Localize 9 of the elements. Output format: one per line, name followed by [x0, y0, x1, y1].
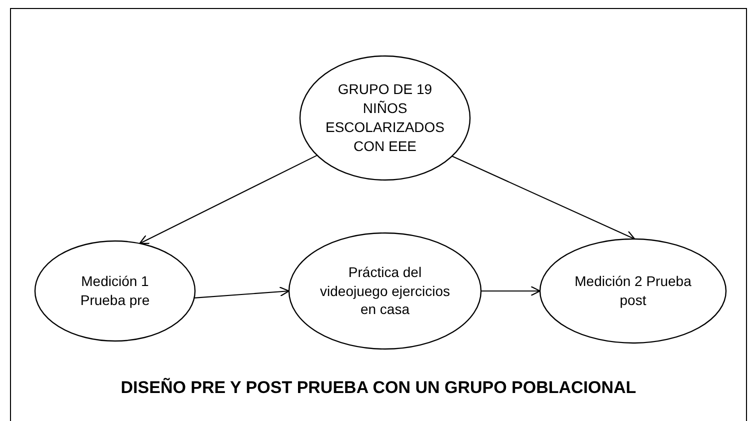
node-label: Medición 2 Prueba post — [574, 272, 692, 310]
node-label: Medición 1 Prueba pre — [79, 272, 151, 310]
caption: DISEÑO PRE Y POST PRUEBA CON UN GRUPO POBLACIONAL — [120, 378, 638, 398]
arrow — [139, 154, 318, 244]
node-label: GRUPO DE 19 NIÑOS ESCOLARIZADOS CON EEE — [325, 80, 445, 156]
arrow — [481, 286, 541, 296]
arrow — [194, 286, 290, 298]
arrow — [452, 156, 636, 240]
node-label: Práctica del videojuego ejercicios en casa — [320, 262, 450, 320]
